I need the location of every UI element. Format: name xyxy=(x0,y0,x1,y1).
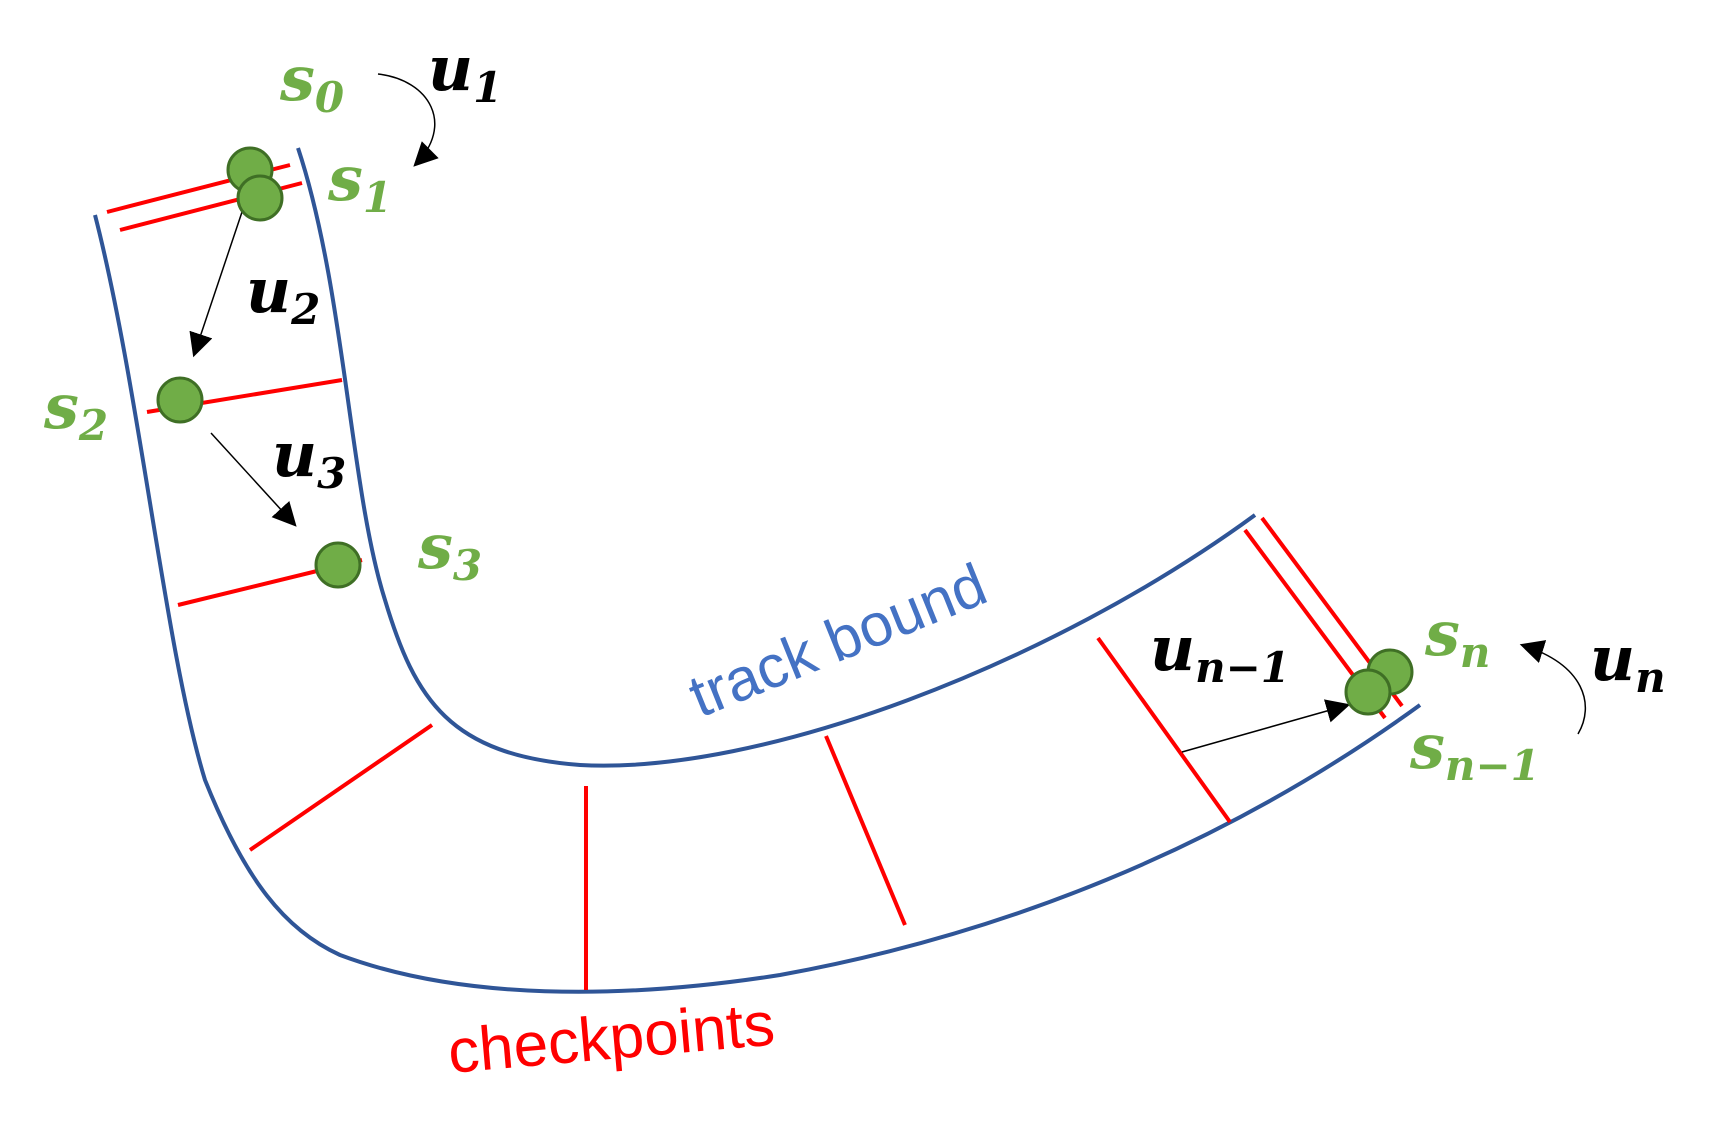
label-un-1: un−1 xyxy=(1150,612,1290,692)
label-sn-1: sn−1 xyxy=(1409,710,1540,790)
state-dot-sn-1 xyxy=(1344,668,1392,716)
label-un: un xyxy=(1590,622,1666,702)
action-arrows xyxy=(189,73,1587,753)
label-s3: s3 xyxy=(417,510,482,590)
track-outer-boundary xyxy=(93,214,1422,994)
checkpoint-line-4 xyxy=(248,723,434,852)
track-inner-boundary xyxy=(296,147,1257,768)
state-dot-s3 xyxy=(314,541,362,589)
label-s0: s0 xyxy=(279,42,344,122)
label-u3: u3 xyxy=(272,418,346,498)
track-bound-label: track bound xyxy=(680,550,996,730)
arrow-u2 xyxy=(189,211,243,358)
label-sn: sn xyxy=(1424,597,1490,677)
checkpoints xyxy=(106,163,1404,990)
arrow-u3 xyxy=(210,432,297,527)
checkpoints-label: checkpoints xyxy=(445,990,777,1087)
arrow-u1 xyxy=(377,73,439,167)
checkpoint-line-7 xyxy=(1096,636,1232,824)
checkpoint-line-6 xyxy=(824,735,907,926)
state-dot-s2 xyxy=(156,376,204,424)
label-u1: u1 xyxy=(428,32,502,112)
label-u2: u2 xyxy=(246,254,320,334)
state-dots xyxy=(156,146,1414,716)
arrow-un xyxy=(1519,640,1587,735)
label-s1: s1 xyxy=(327,142,392,222)
state-dot-s1 xyxy=(236,174,284,222)
arrow-un-1 xyxy=(1181,699,1351,753)
label-s2: s2 xyxy=(43,370,108,450)
